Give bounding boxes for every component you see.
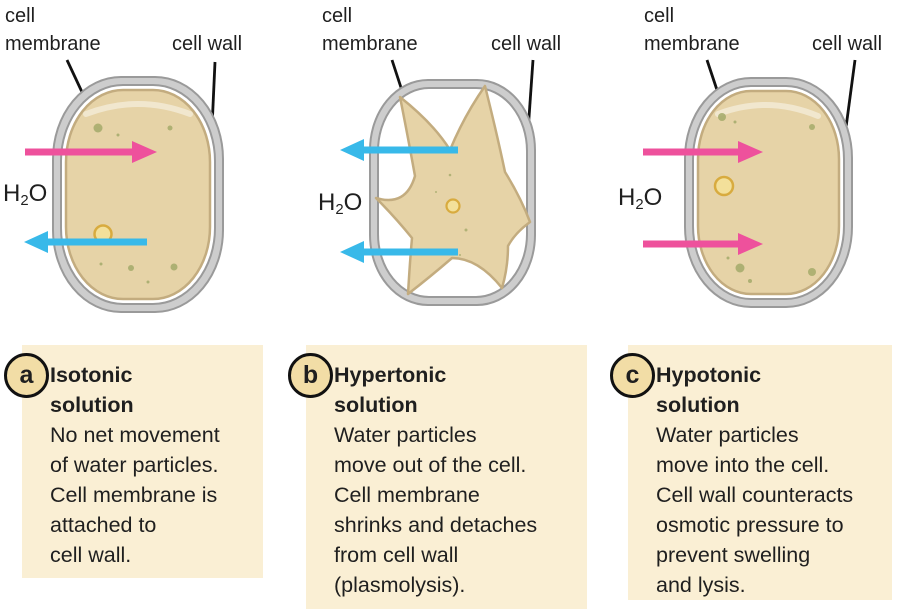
hypertonic-cell-illustration bbox=[340, 59, 536, 306]
organelle bbox=[445, 198, 461, 214]
water-in-arrow-bottom bbox=[643, 233, 763, 255]
water-in-arrow-top bbox=[643, 141, 763, 163]
caption-isotonic: a Isotonic solution No net movement of w… bbox=[4, 345, 263, 578]
highlight bbox=[83, 101, 193, 117]
cell-wall-label: cell wall bbox=[172, 33, 243, 55]
caption-title: Hypertonic solution bbox=[334, 363, 447, 417]
panel-hypotonic: cell membrane cell wall H2O c Hypotonic … bbox=[600, 0, 900, 612]
panel-hypertonic: cell membrane cell wall H2O b Hypertonic… bbox=[288, 0, 600, 612]
cell-membrane-label: cell membrane bbox=[322, 5, 418, 55]
cell-membrane-shape bbox=[64, 88, 212, 301]
cell-wall-label: cell wall bbox=[812, 33, 883, 55]
shrunken-cell-membrane-shape bbox=[374, 84, 532, 296]
cell-wall-label: cell wall bbox=[491, 33, 562, 55]
cytoplasm-specks bbox=[718, 113, 816, 283]
cell-membrane-label: cell membrane bbox=[644, 5, 740, 55]
h2o-label: H2O bbox=[318, 189, 363, 219]
highlight bbox=[715, 101, 821, 119]
h2o-label: H2O bbox=[3, 180, 48, 210]
caption-title: Hypotonic solution bbox=[656, 363, 762, 417]
h2o-label: H2O bbox=[618, 184, 663, 214]
water-out-arrow-top bbox=[340, 139, 458, 161]
organelle bbox=[713, 175, 735, 197]
panel-isotonic: cell membrane cell wall H2O a Isotonic s… bbox=[0, 0, 300, 612]
water-out-arrow bbox=[24, 231, 147, 253]
badge-b: b bbox=[288, 353, 333, 398]
caption-body: No net movement of water particles. Cell… bbox=[50, 423, 220, 567]
isotonic-cell-illustration bbox=[24, 59, 224, 313]
caption-title: Isotonic solution bbox=[50, 363, 134, 417]
cytoplasm-specks bbox=[91, 123, 178, 284]
caption-hypotonic: c Hypotonic solution Water particles mov… bbox=[610, 345, 892, 600]
hypotonic-cell-illustration bbox=[643, 59, 857, 308]
caption-body: Water particles move into the cell. Cell… bbox=[656, 423, 854, 597]
caption-hypertonic: b Hypertonic solution Water particles mo… bbox=[288, 345, 587, 609]
badge-c: c bbox=[610, 353, 655, 398]
caption-body: Water particles move out of the cell. Ce… bbox=[334, 423, 538, 597]
water-in-arrow bbox=[25, 141, 157, 163]
badge-a: a bbox=[4, 353, 49, 398]
cell-membrane-label: cell membrane bbox=[5, 5, 101, 55]
water-out-arrow-bottom bbox=[340, 241, 458, 263]
